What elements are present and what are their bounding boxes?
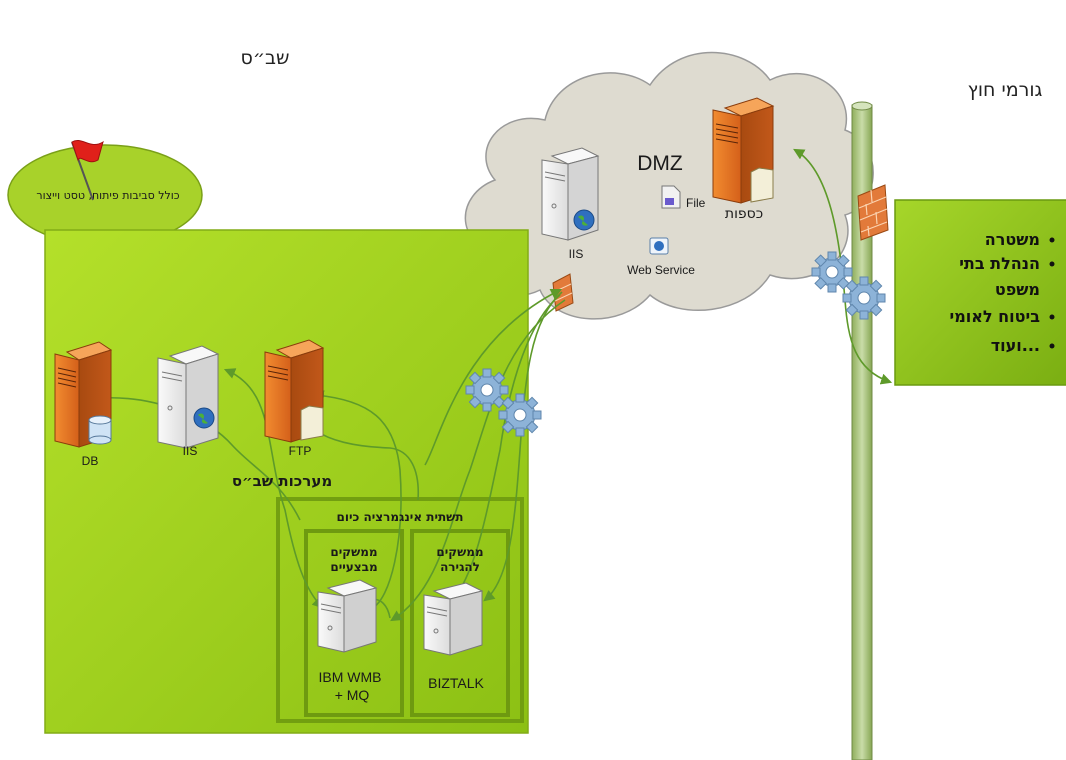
globe-icon bbox=[573, 209, 595, 231]
migration-box bbox=[410, 529, 510, 717]
bullet bbox=[1049, 343, 1055, 349]
integration-title: תשתית אינגמרציה כיום bbox=[337, 510, 464, 524]
environments-note: כולל סביבות פיתוח, טסט וייצור bbox=[36, 189, 179, 202]
dmz-iis-label: IIS bbox=[569, 247, 584, 261]
internal-region-title: שב״ס bbox=[240, 47, 289, 69]
ibm-wmb-server-icon bbox=[317, 579, 378, 653]
external-region-title: גורמי חוץ bbox=[968, 79, 1043, 101]
web-service-label: Web Service bbox=[627, 263, 695, 277]
external-parties-list: משטרה הנהלת בתי משפט ביטוח לאומי ועוד... bbox=[950, 230, 1055, 355]
gear-icon bbox=[465, 368, 509, 412]
ibm-wmb-label-line1: IBM WMB bbox=[319, 669, 382, 685]
dmz-firewall-icon bbox=[552, 273, 574, 312]
external-party-item: ביטוח לאומי bbox=[950, 307, 1041, 326]
ftp-label: FTP bbox=[289, 444, 312, 458]
gear-icon bbox=[498, 393, 542, 437]
migration-title-line1: ממשקים bbox=[436, 545, 483, 559]
bullet bbox=[1049, 314, 1055, 320]
file-icon bbox=[661, 185, 681, 209]
globe-icon bbox=[193, 407, 215, 429]
operational-box bbox=[304, 529, 404, 717]
operational-title-line1: ממשקים bbox=[330, 545, 377, 559]
biztalk-server-icon bbox=[423, 582, 484, 656]
kesafot-label: כספות bbox=[725, 206, 763, 222]
bullet bbox=[1049, 261, 1055, 267]
flag-icon bbox=[71, 140, 104, 201]
web-service-icon bbox=[649, 237, 669, 255]
external-party-item: משטרה bbox=[985, 230, 1040, 249]
external-party-item: ועוד... bbox=[991, 336, 1040, 355]
ibm-wmb-label-line2: + MQ bbox=[335, 687, 370, 703]
migration-title-line2: להגירה bbox=[440, 560, 480, 574]
db-server-icon bbox=[54, 341, 113, 448]
folder-icon bbox=[750, 167, 774, 203]
dmz-iis-server-icon bbox=[541, 147, 600, 241]
iis-label: IIS bbox=[183, 444, 198, 458]
gear-icon bbox=[842, 276, 886, 320]
iis-server-icon bbox=[157, 345, 220, 449]
biztalk-label: BIZTALK bbox=[428, 675, 484, 691]
kesafot-server-icon bbox=[712, 97, 775, 204]
folder-icon bbox=[300, 405, 324, 441]
external-parties-box bbox=[894, 199, 1066, 386]
operational-title-line2: מבצעיים bbox=[330, 560, 377, 574]
db-label: DB bbox=[82, 454, 99, 468]
dmz-title: DMZ bbox=[637, 152, 683, 175]
external-party-item: משפט bbox=[995, 280, 1040, 299]
integration-box bbox=[276, 497, 524, 723]
ftp-server-icon bbox=[264, 339, 325, 443]
internal-systems-title: מערכות שב״ס bbox=[232, 472, 332, 490]
bullet bbox=[1049, 237, 1055, 243]
database-icon bbox=[88, 415, 112, 445]
external-party-item: הנהלת בתי bbox=[959, 254, 1040, 273]
file-label: File bbox=[686, 196, 706, 210]
